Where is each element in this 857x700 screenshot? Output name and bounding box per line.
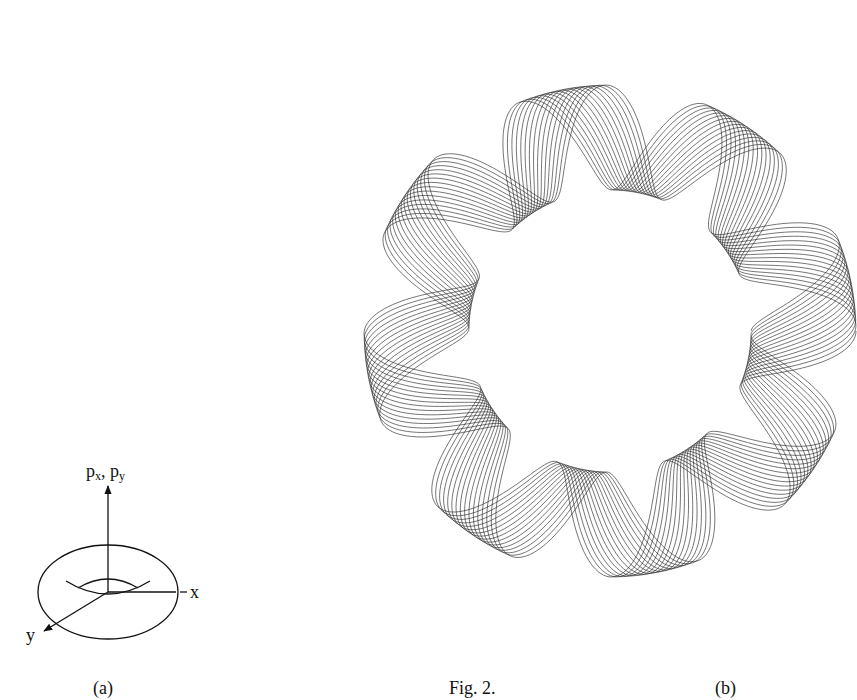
panel-label: (a)	[93, 679, 113, 697]
x-axis	[108, 591, 176, 592]
axis-label: x	[190, 583, 199, 601]
y-axis	[44, 592, 108, 631]
panel-label: (b)	[715, 679, 736, 697]
momentum-axis	[107, 486, 108, 592]
torus-sketch	[38, 486, 187, 639]
axis-label: px, py	[86, 462, 125, 482]
orbit-path	[364, 85, 856, 577]
axis-label: y	[26, 626, 35, 644]
orbit-trajectory	[364, 85, 856, 577]
figure-caption: Fig. 2.	[449, 679, 496, 697]
x-axis-tick	[180, 591, 187, 592]
